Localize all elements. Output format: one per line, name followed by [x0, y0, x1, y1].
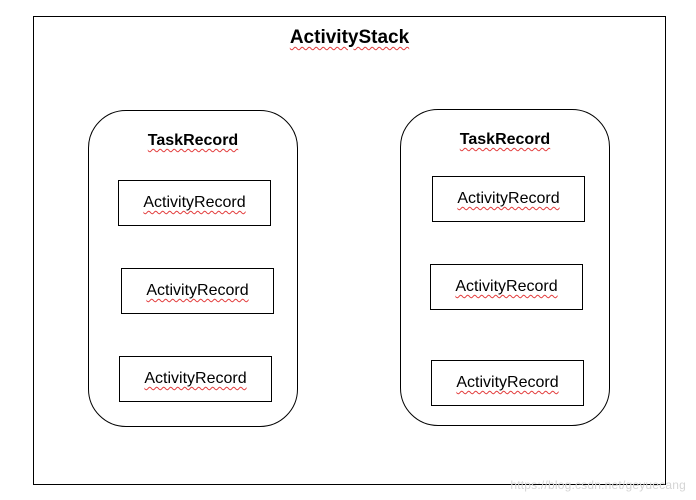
activity-record-box: ActivityRecord: [118, 180, 271, 226]
activity-stack-title: ActivityStack: [289, 27, 410, 48]
task-record-title: TaskRecord: [147, 132, 239, 149]
activity-record-box: ActivityRecord: [119, 356, 272, 402]
activity-record-box: ActivityRecord: [121, 268, 274, 314]
activity-record-box: ActivityRecord: [430, 264, 583, 310]
activity-record-box: ActivityRecord: [431, 360, 584, 406]
watermark: https://blog.csdn.net/geyuecang: [510, 478, 686, 492]
task-record-title: TaskRecord: [459, 131, 551, 148]
activity-stack-box: [33, 16, 666, 485]
activity-record-box: ActivityRecord: [432, 176, 585, 222]
